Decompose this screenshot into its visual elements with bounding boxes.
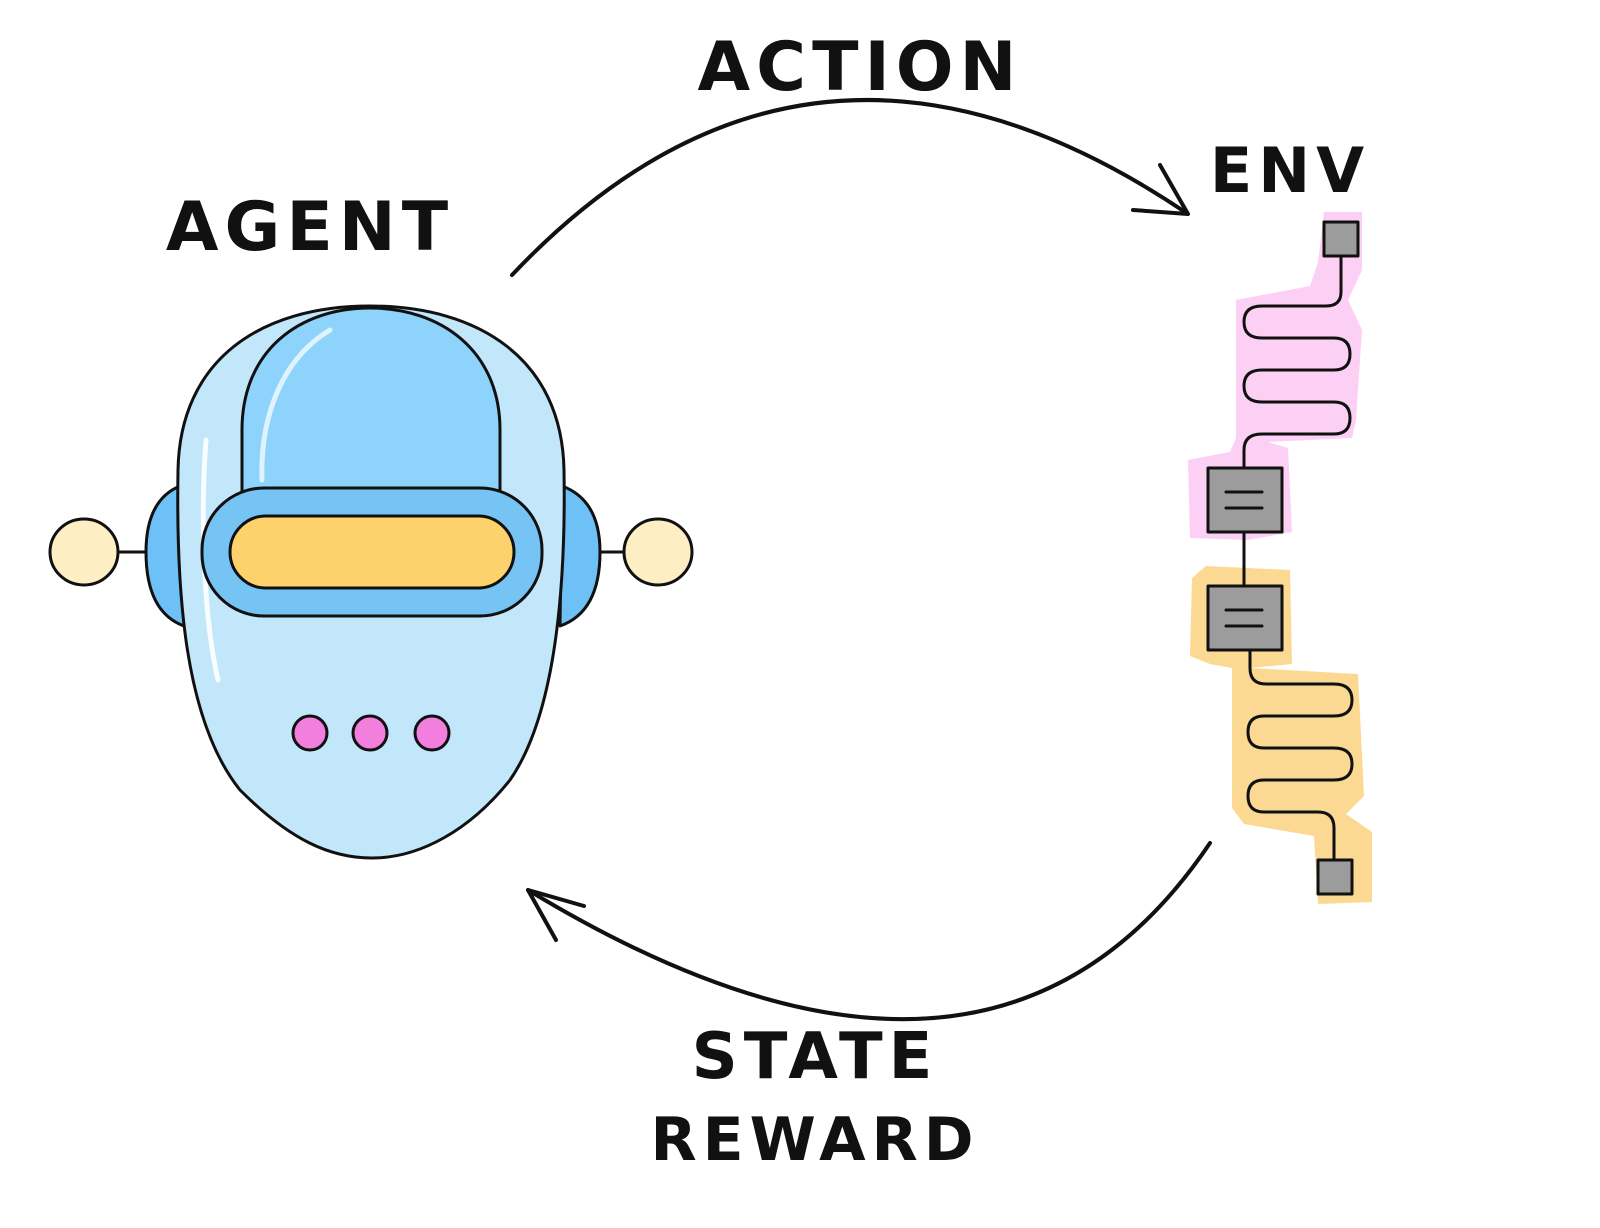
pink-glow-region	[1188, 212, 1362, 540]
right-ear-knob	[622, 517, 694, 587]
reward-label: REWARD	[650, 1105, 979, 1175]
top-pad	[1322, 220, 1360, 258]
junction-box-lower	[1206, 584, 1284, 652]
action-label: ACTION	[698, 28, 1023, 107]
env-label: ENV	[1210, 134, 1370, 207]
right-side-pad	[558, 484, 602, 628]
bottom-pad	[1316, 858, 1354, 896]
indicator-dot	[413, 714, 451, 752]
robot-head-icon	[48, 304, 694, 860]
agent-label: AGENT	[166, 188, 454, 267]
state-reward-arrow	[526, 841, 1212, 1022]
visor-glass	[228, 514, 516, 590]
superconducting-qubit-circuit-icon	[1188, 212, 1372, 904]
left-ear-knob	[48, 517, 120, 587]
state-label: STATE	[692, 1020, 939, 1094]
left-side-pad	[144, 484, 186, 628]
indicator-dot	[351, 714, 389, 752]
helmet-dome	[240, 306, 502, 497]
action-arrow	[510, 98, 1190, 277]
junction-box-upper	[1206, 466, 1284, 534]
indicator-dot	[291, 714, 329, 752]
